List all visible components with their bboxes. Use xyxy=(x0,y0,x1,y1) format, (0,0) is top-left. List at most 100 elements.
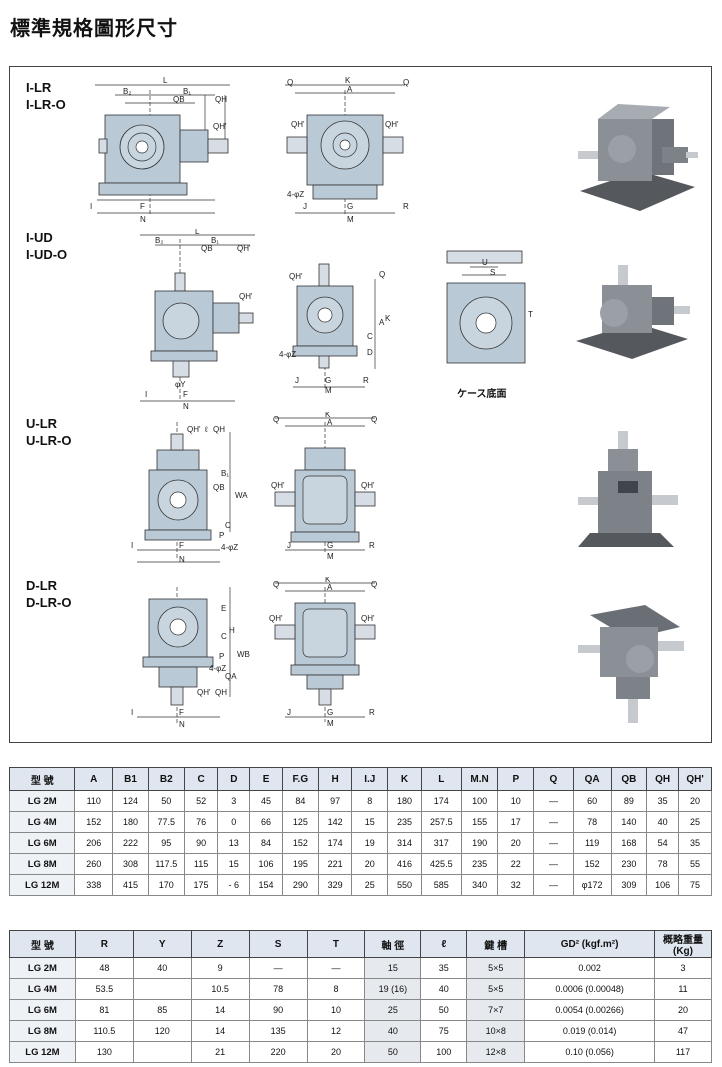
svg-text:QH: QH xyxy=(213,425,225,434)
svg-text:Q: Q xyxy=(379,270,385,279)
table-cell: 53.5 xyxy=(74,978,134,1000)
table-cell: 5×5 xyxy=(466,978,526,1000)
svg-text:N: N xyxy=(140,215,146,223)
table-cell: 425.5 xyxy=(420,853,462,875)
case-bottom-caption: ケース底面 xyxy=(457,389,507,400)
svg-text:QH: QH xyxy=(215,688,227,697)
svg-text:QB: QB xyxy=(201,244,213,253)
table-cell: 40 xyxy=(420,978,468,1000)
svg-text:E: E xyxy=(221,604,226,613)
table-cell: 0.019 (0.014) xyxy=(524,1020,655,1042)
svg-text:QH': QH' xyxy=(187,425,201,434)
table-cell: 35 xyxy=(420,957,468,979)
svg-text:R: R xyxy=(363,376,369,385)
table-cell: 290 xyxy=(281,874,319,896)
table-cell: 235 xyxy=(387,811,422,833)
svg-text:F: F xyxy=(183,390,188,399)
table-cell: 40 xyxy=(364,1020,422,1042)
table-cell: 84 xyxy=(249,832,283,854)
svg-text:QH': QH' xyxy=(271,481,285,490)
table-cell: 60 xyxy=(572,790,612,812)
model-cell: LG 8M xyxy=(8,853,76,875)
table-cell: 106 xyxy=(646,874,680,896)
svg-text:L: L xyxy=(163,76,168,85)
svg-text:QH': QH' xyxy=(385,120,399,129)
table-cell: 314 xyxy=(387,832,422,854)
table-cell: 152 xyxy=(572,853,612,875)
drawing-d-lr-front: E C H WB P 4-φZ QA QH' QH I F N xyxy=(125,577,255,732)
table-cell: — xyxy=(533,874,574,896)
table-cell: — xyxy=(248,957,308,979)
table-1-header: M.N xyxy=(460,767,499,791)
svg-text:G: G xyxy=(327,708,333,717)
svg-text:QA: QA xyxy=(225,672,237,681)
table-cell: 135 xyxy=(248,1020,308,1042)
table-1-header: D xyxy=(217,767,251,791)
model-cell: LG 6M xyxy=(8,832,76,854)
svg-text:ℓ: ℓ xyxy=(204,425,208,434)
table-cell: 152 xyxy=(74,811,114,833)
table-cell: 21 xyxy=(190,1041,250,1063)
table-2-header: 概略重量(Kg) xyxy=(654,930,712,958)
gearbox-photo-d-lr xyxy=(570,597,695,731)
table-cell: 75 xyxy=(678,874,712,896)
table-cell: — xyxy=(533,811,574,833)
table-cell: 155 xyxy=(460,811,499,833)
gearbox-photo-i-lr xyxy=(570,99,700,223)
table-cell: 89 xyxy=(610,790,648,812)
table-cell: 45 xyxy=(249,790,283,812)
table-cell: 170 xyxy=(147,874,185,896)
table-cell: 17 xyxy=(497,811,535,833)
table-cell: 0.002 xyxy=(524,957,655,979)
table-cell: 81 xyxy=(74,999,134,1021)
table-cell: 230 xyxy=(610,853,648,875)
table-2-header: GD² (kgf.m²) xyxy=(524,930,655,958)
table-cell: 309 xyxy=(610,874,648,896)
table-cell: 317 xyxy=(420,832,462,854)
table-1-header-model: 型 號 xyxy=(8,767,76,791)
drawing-i-lr-front: B₂ L B₁ QB QH QH' I F N xyxy=(85,75,245,223)
model-cell: LG 2M xyxy=(9,957,76,979)
table-cell: 106 xyxy=(249,853,283,875)
table-cell: 11 xyxy=(654,978,712,1000)
table-cell: 84 xyxy=(281,790,319,812)
drawing-u-lr-front: QH' ℓ QH B₁ QB WA C P 4-φZ I F N xyxy=(125,412,255,567)
table-1-header: QH xyxy=(646,767,680,791)
svg-text:4-φZ: 4-φZ xyxy=(221,543,238,552)
model-label-u-lr: U-LR U-LR-O xyxy=(26,416,72,448)
table-cell: 115 xyxy=(183,853,219,875)
table-1-header: P xyxy=(497,767,535,791)
table-cell: 40 xyxy=(132,957,192,979)
table-cell: 25 xyxy=(351,874,389,896)
svg-text:A: A xyxy=(327,418,333,427)
table-cell: 15 xyxy=(217,853,251,875)
gearbox-photo-i-ud xyxy=(570,263,695,367)
svg-text:QH': QH' xyxy=(289,272,303,281)
svg-text:H: H xyxy=(229,626,235,635)
table-cell: 0.0054 (0.00266) xyxy=(524,999,655,1021)
svg-text:J: J xyxy=(303,202,307,211)
table-cell: 180 xyxy=(387,790,422,812)
table-cell: 175 xyxy=(183,874,219,896)
table-cell: 75 xyxy=(420,1020,468,1042)
table-2-header-row: 型 號 R Y Z S T 軸 徑 ℓ 鍵 槽 GD² (kgf.m²) 概略重… xyxy=(9,930,712,958)
table-cell: 415 xyxy=(112,874,149,896)
table-cell: 0.10 (0.056) xyxy=(524,1041,655,1063)
svg-text:C: C xyxy=(367,332,373,341)
table-cell: 35 xyxy=(678,832,712,854)
table-cell: 78 xyxy=(572,811,612,833)
svg-text:K: K xyxy=(385,314,391,323)
table-cell: 77.5 xyxy=(147,811,185,833)
svg-text:R: R xyxy=(369,708,375,717)
table-cell: 8 xyxy=(306,978,366,1000)
table-1-header-row: 型 號 A B1 B2 C D E F.G H I.J K L M.N P Q … xyxy=(8,767,712,791)
table-cell: 222 xyxy=(112,832,149,854)
drawing-i-ud-end: QH' Q 4-φZ A K C D J G M R xyxy=(275,259,395,394)
svg-text:B₂: B₂ xyxy=(123,87,131,96)
table-2-header: Y xyxy=(132,930,192,958)
svg-text:I: I xyxy=(131,708,133,717)
